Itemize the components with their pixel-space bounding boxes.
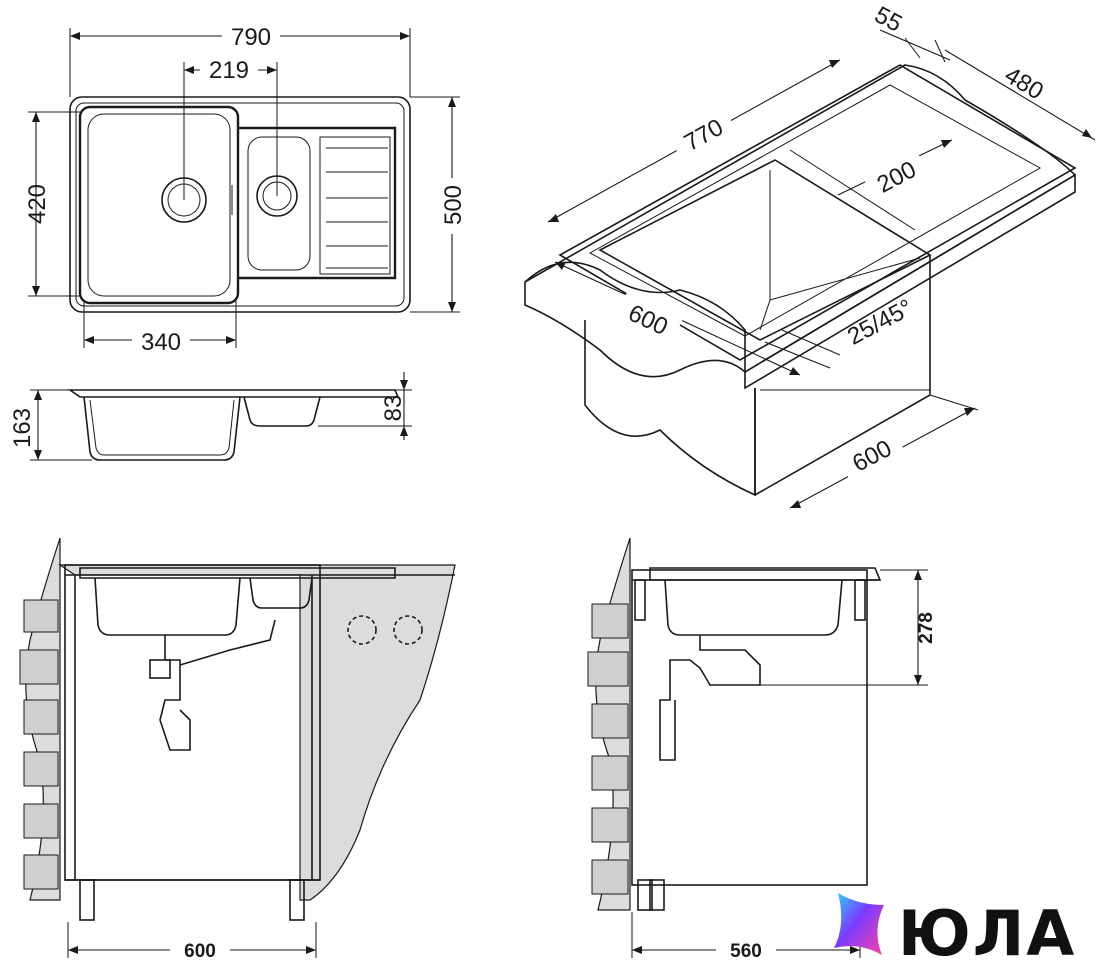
small-bowl — [247, 136, 311, 271]
side-section-view: 163 83 — [9, 372, 412, 461]
sink-outline — [69, 96, 411, 313]
logo-star-icon — [834, 893, 884, 955]
dim-55-label: 55 — [870, 1, 906, 37]
side-bowl — [664, 579, 843, 636]
dim-600-front-label: 600 — [184, 941, 216, 962]
isometric-view: 55 480 770 200 600 25/45° 600 — [524, 1, 1096, 509]
dim-340-label: 340 — [141, 329, 181, 356]
siphon — [159, 635, 191, 751]
dim-480-label: 480 — [1000, 62, 1048, 106]
drainer-grooves — [326, 147, 388, 269]
top-view: 790 219 420 500 340 — [24, 22, 467, 356]
dim-420-label: 420 — [24, 184, 51, 224]
side-installation-view: 278 560 — [587, 537, 937, 963]
iso-sink-rim — [558, 64, 1077, 361]
dim-278-label: 278 — [916, 612, 937, 644]
dim-angle-label: 25/45° — [843, 294, 917, 351]
side-brick-wall — [587, 603, 629, 895]
small-bowl-section — [243, 396, 321, 427]
dim-560-label: 560 — [730, 941, 762, 962]
large-bowl-section — [83, 396, 241, 461]
dim-83-label: 83 — [380, 395, 407, 422]
front-installation-view: 600 — [19, 537, 456, 963]
small-bowl-frame — [238, 126, 397, 280]
front-large-bowl — [94, 577, 241, 636]
dim-219-label: 219 — [209, 57, 249, 84]
dim-163-label: 163 — [9, 408, 36, 448]
dim-790-label: 790 — [231, 24, 271, 51]
front-small-bowl — [249, 577, 313, 609]
brick-wall — [19, 599, 59, 890]
logo-text: ЮЛА — [898, 897, 1076, 963]
dim-500-label: 500 — [440, 185, 467, 225]
brand-logo: ЮЛА — [834, 893, 1076, 963]
large-bowl — [78, 105, 240, 305]
